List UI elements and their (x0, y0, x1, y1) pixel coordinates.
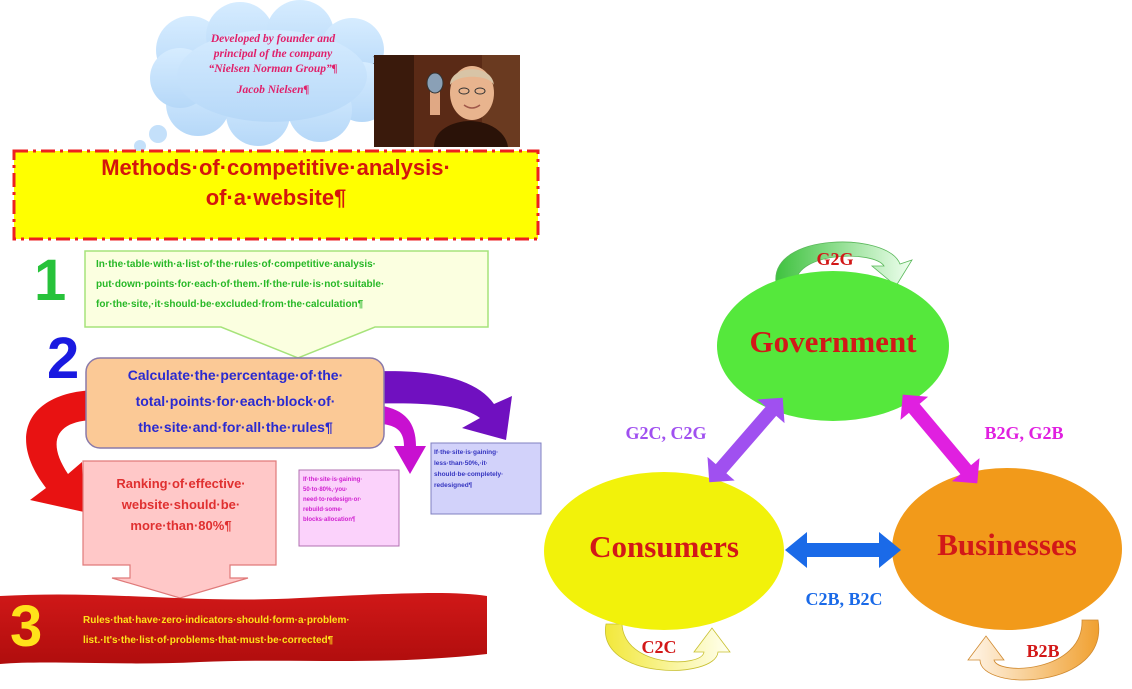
note-line: should·be·completely· (434, 471, 504, 478)
cloud-line: Developed by founder and (210, 33, 336, 45)
note-50-80-box (298, 469, 400, 547)
step1-box (84, 250, 489, 359)
step2-line: the·site·and·for·all·the·rules¶ (138, 419, 333, 435)
thought-cloud (134, 0, 392, 152)
red-curved-arrow (26, 390, 96, 512)
note-line: need·to·redesign·or· (303, 497, 362, 503)
note-line: If·the·site·is·gaining· (303, 477, 363, 483)
step1-line: for·the·site,·it·should·be·excluded·from… (96, 299, 364, 310)
title-line: of·a·website¶ (205, 185, 347, 210)
g2c-c2g-label: G2C, C2G (625, 423, 707, 443)
ranking-text: Ranking·of·effective· website·should·be·… (88, 473, 274, 536)
title-line: Methods·of·competitive·analysis· (101, 155, 451, 180)
step2-line: Calculate·the·percentage·of·the· (127, 367, 344, 383)
purple-curved-arrow (362, 371, 512, 440)
step3-line: Rules·that·have·zero·indicators·should·f… (83, 615, 350, 626)
note-line: redesigned¶ (434, 482, 473, 489)
c2b-b2c-label: C2B, B2C (805, 589, 883, 609)
step2-line: total·points·for·each·block·of· (135, 393, 336, 409)
step2-number: 2 (47, 326, 80, 391)
c2c-loop-arrow (605, 623, 731, 671)
step1-number: 1 (34, 248, 67, 313)
ranking-line: more·than·80%¶ (130, 518, 232, 533)
b2b-label: B2B (1026, 641, 1060, 661)
note-line: less·than·50%,·it· (434, 460, 488, 467)
step1-line: In·the·table·with·a·list·of·the·rules·of… (96, 259, 377, 270)
businesses-label: Businesses (937, 527, 1077, 562)
step3-number: 3 (10, 594, 43, 659)
ranking-line: Ranking·of·effective· (116, 476, 246, 491)
cloud-name: Jacob Nielsen¶ (236, 84, 310, 96)
cloud-line: “Nielsen Norman Group”¶ (208, 63, 338, 75)
note-50-80-text: If·the·site·is·gaining· 50·to·80%,·you· … (303, 475, 399, 525)
step1-text: In·the·table·with·a·list·of·the·rules·of… (96, 255, 481, 315)
note-below-50-box (430, 442, 542, 515)
b2b-loop-arrow (967, 619, 1100, 681)
note-line: If·the·site·is·gaining· (434, 449, 499, 456)
consumers-label: Consumers (589, 529, 739, 564)
step1-line: put·down·points·for·each·of·them.·If·the… (96, 279, 385, 290)
government-businesses-arrow (900, 394, 980, 484)
note-line: 50·to·80%,·you· (303, 487, 348, 493)
title-box (12, 149, 540, 241)
government-consumers-arrow (707, 397, 785, 483)
step2-text: Calculate·the·percentage·of·the· total·p… (93, 362, 378, 440)
c2c-label: C2C (641, 637, 677, 657)
g2g-loop-arrow (775, 241, 913, 287)
government-label: Government (749, 324, 917, 359)
cloud-line: principal of the company (213, 48, 333, 60)
ranking-line: website·should·be· (121, 497, 241, 512)
note-line: blocks·allocation¶ (303, 517, 356, 523)
g2g-label: G2G (816, 249, 854, 269)
businesses-node (892, 468, 1122, 630)
consumers-node (544, 472, 784, 630)
note-line: rebuild·some· (303, 507, 343, 513)
note-below-50-text: If·the·site·is·gaining· less·than·50%,·i… (434, 447, 538, 491)
government-node (717, 271, 949, 421)
b2g-g2b-label: B2G, G2B (984, 423, 1064, 443)
cloud-caption: Developed by founder and principal of th… (168, 32, 378, 98)
step3-text: Rules·that·have·zero·indicators·should·f… (83, 611, 475, 651)
ranking-box (82, 460, 277, 599)
step3-ribbon (0, 592, 487, 664)
jacob-nielsen-photo (374, 55, 520, 147)
consumers-businesses-arrow (785, 532, 901, 568)
page-title: Methods·of·competitive·analysis· of·a·we… (15, 153, 537, 213)
step2-box (85, 357, 385, 449)
step3-line: list.·It's·the·list·of·problems·that·mus… (83, 635, 334, 646)
